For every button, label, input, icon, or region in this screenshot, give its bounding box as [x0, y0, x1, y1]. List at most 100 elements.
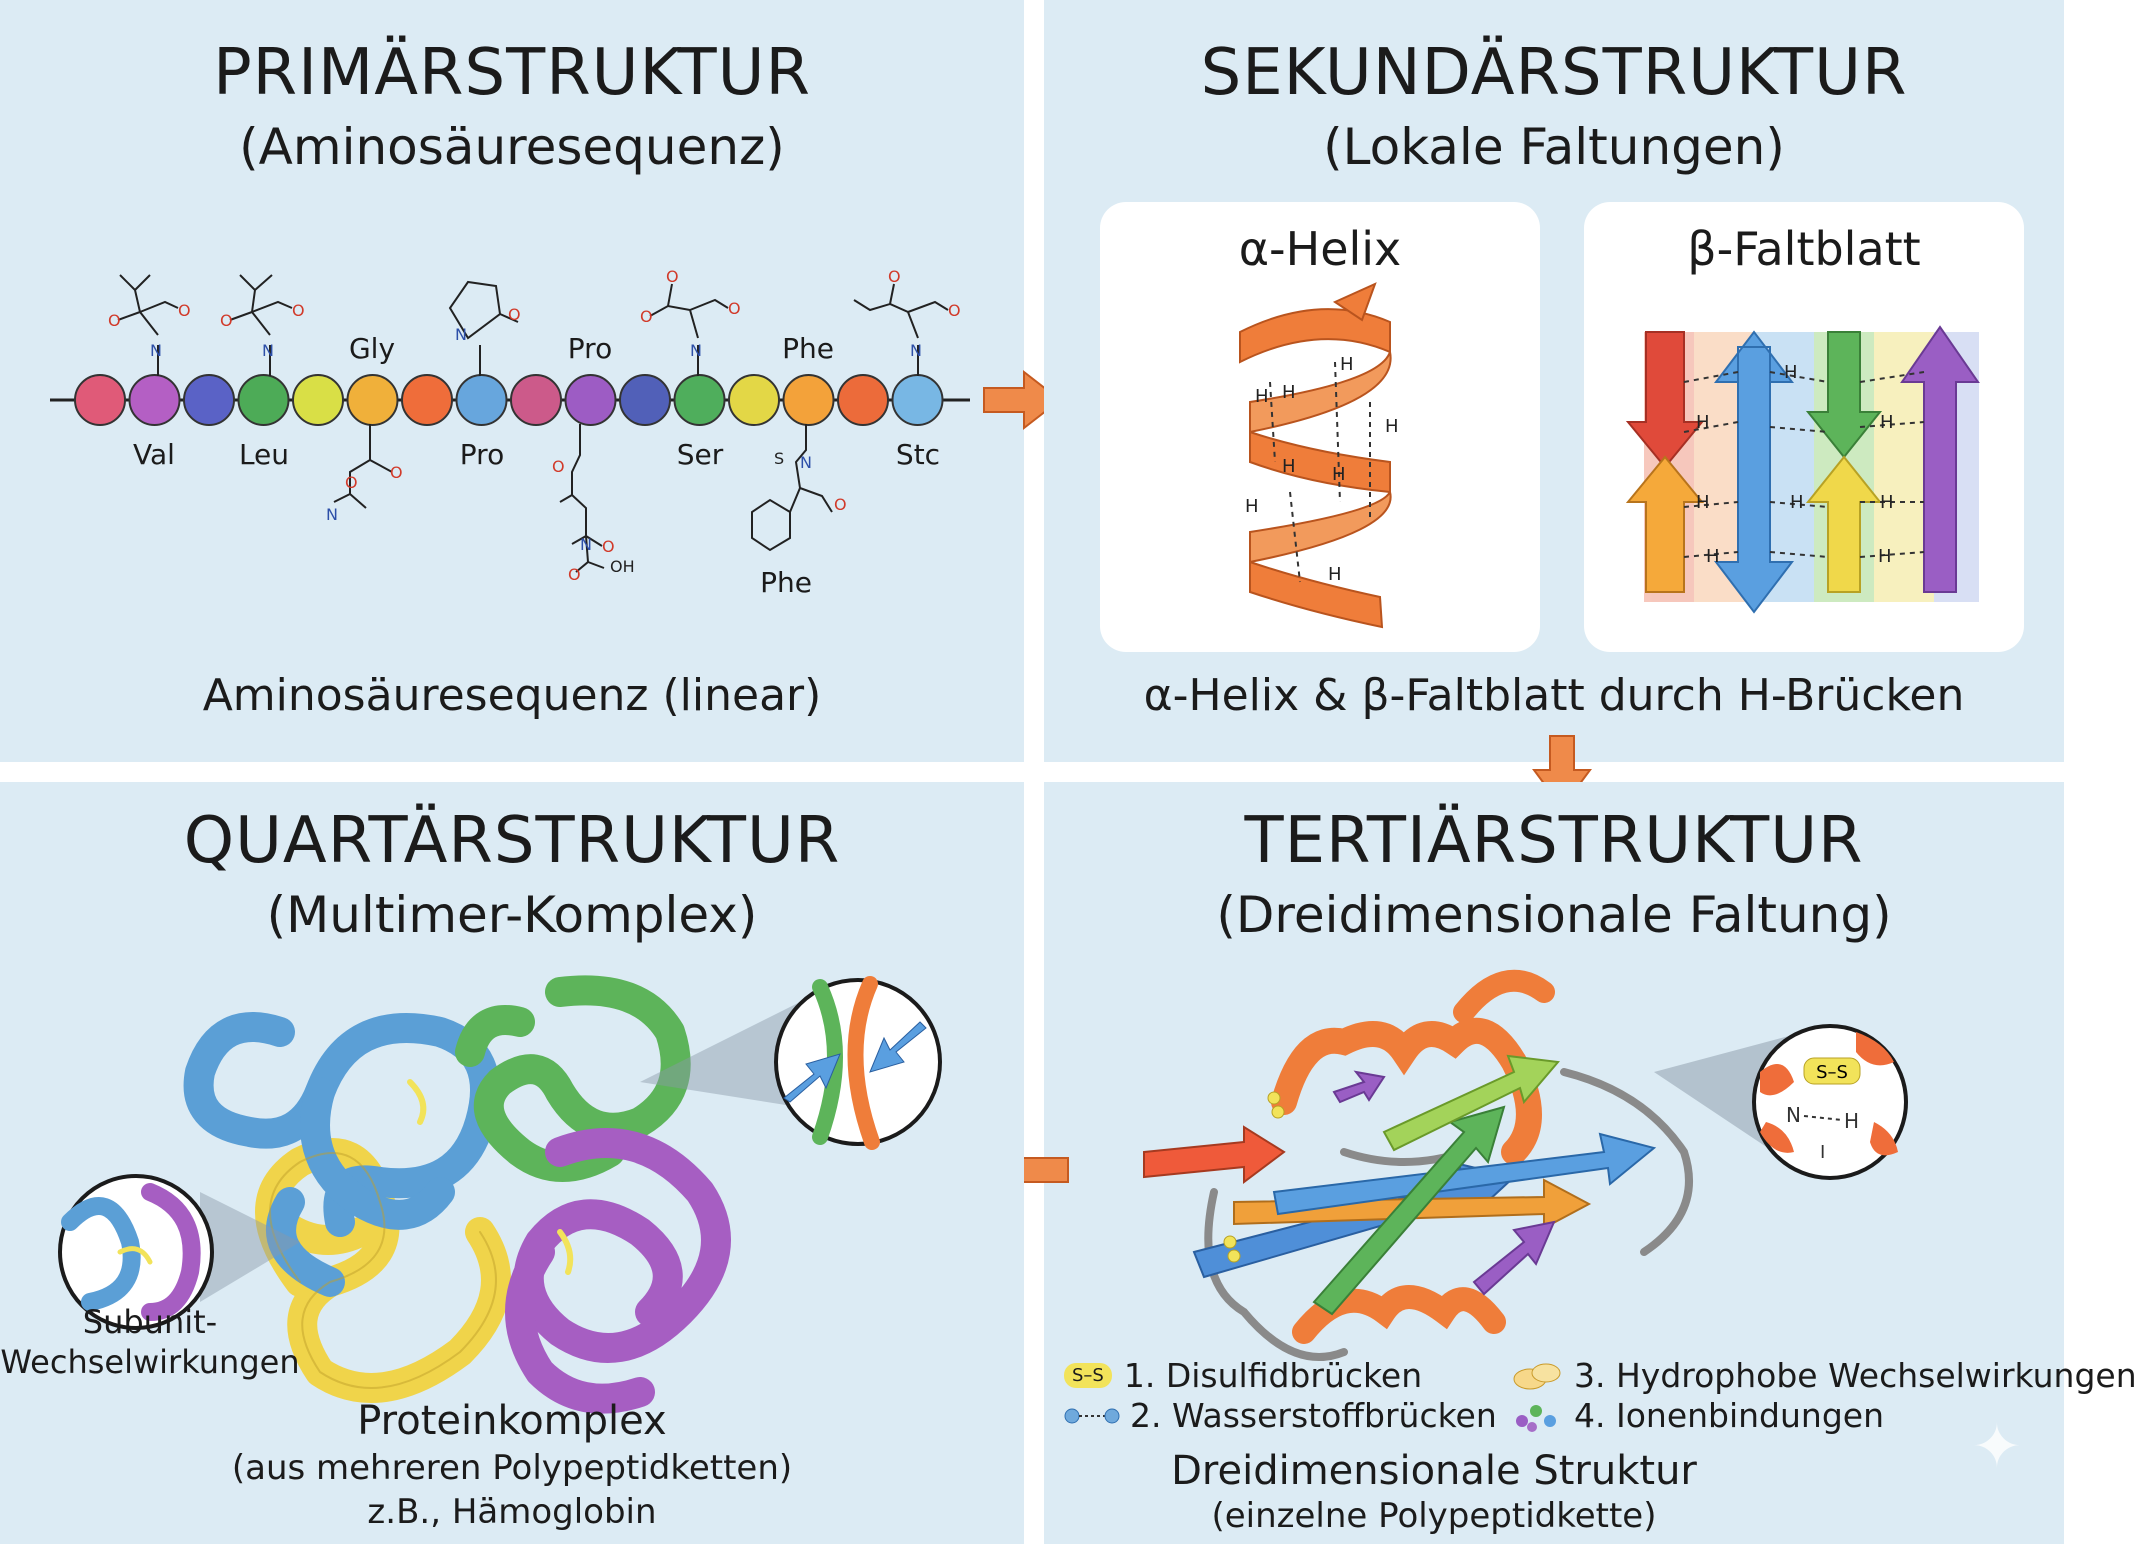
label-ser: Ser: [677, 438, 724, 471]
primary-structure-panel: PRIMÄRSTRUKTUR (Aminosäuresequenz): [0, 0, 1024, 762]
primary-caption: Aminosäuresequenz (linear): [202, 670, 822, 721]
legend-hbond: 2. Wasserstoffbrücken: [1064, 1396, 1497, 1435]
svg-text:O: O: [178, 301, 191, 320]
sheet-card: β-Faltblatt H H H: [1584, 202, 2024, 652]
amino-acid-bead: [564, 374, 617, 426]
disulfide-icon: S–S: [1064, 1363, 1112, 1388]
svg-text:H: H: [1878, 546, 1892, 567]
svg-text:H: H: [1328, 564, 1342, 585]
secondary-caption: α-Helix & β-Faltblatt durch H-Brücken: [1143, 670, 1965, 721]
primary-subtitle: (Aminosäuresequenz): [239, 118, 785, 176]
helix-title: α-Helix: [1238, 222, 1402, 276]
label-val: Val: [133, 438, 175, 471]
svg-text:N: N: [910, 341, 922, 360]
svg-text:OH: OH: [610, 557, 635, 576]
inset-ss-label: S–S: [1816, 1062, 1848, 1083]
amino-acid-bead: [510, 374, 562, 426]
hydrophobic-icon: [1513, 1363, 1561, 1389]
tertiary-subtitle: (Dreidimensionale Faltung): [1216, 886, 1892, 944]
amino-acid-bead: [346, 374, 399, 426]
svg-text:O: O: [834, 495, 847, 514]
svg-text:N: N: [326, 505, 338, 524]
label-phe-top: Phe: [782, 332, 834, 365]
svg-text:H: H: [1706, 546, 1720, 567]
quaternary-title: QUARTÄRSTRUKTUR: [183, 804, 841, 878]
secondary-title: SEKUNDÄRSTRUKTUR: [1200, 36, 1908, 110]
svg-text:H: H: [1385, 416, 1399, 437]
atom-labels: N N N N N O O O O O O O O O O O O N O N …: [108, 267, 961, 584]
quaternary-caption-sub: (aus mehreren Polypeptidketten): [231, 1448, 793, 1488]
legend-disulfide: S–S 1. Disulfidbrücken: [1064, 1356, 1422, 1395]
amino-acid-bead: [74, 374, 126, 426]
amino-acid-bead: [128, 374, 181, 426]
svg-text:O: O: [390, 463, 403, 482]
svg-text:O: O: [508, 305, 521, 324]
svg-text:N: N: [262, 341, 274, 360]
sheet-title: β-Faltblatt: [1687, 222, 1921, 276]
legend-disulfide-label: 1. Disulfidbrücken: [1123, 1356, 1423, 1395]
hbond-icon: [1064, 1408, 1120, 1423]
legend-hbond-label: 2. Wasserstoffbrücken: [1130, 1396, 1497, 1435]
quaternary-complex-diagram: [58, 975, 942, 1414]
svg-text:H: H: [1282, 456, 1296, 477]
svg-text:H: H: [1790, 492, 1804, 513]
amino-acid-beads: [74, 374, 944, 426]
label-pro-top: Pro: [568, 332, 612, 365]
amino-acid-bead: [292, 374, 344, 426]
legend-hydrophobic: 3. Hydrophobe Wechselwirkungen: [1510, 1356, 2137, 1395]
tertiary-title: TERTIÄRSTRUKTUR: [1244, 804, 1864, 878]
svg-text:H: H: [1332, 464, 1346, 485]
secondary-subtitle: (Lokale Faltungen): [1323, 118, 1785, 176]
label-phe-ring: Phe: [760, 566, 812, 599]
amino-acid-bead: [237, 374, 290, 426]
subunit-label-line2: Wechselwirkungen: [0, 1343, 300, 1381]
svg-text:O: O: [552, 457, 565, 476]
amino-acid-bead: [891, 374, 944, 426]
side-chains: [117, 274, 949, 573]
bottom-labels: Val Leu Pro Ser Stc Phe: [133, 438, 940, 599]
amino-acid-bead: [837, 374, 889, 426]
tertiary-caption-sub: (einzelne Polypeptidkette): [1211, 1496, 1657, 1536]
quaternary-caption-example: z.B., Hämoglobin: [367, 1492, 657, 1532]
inset-i-label: I: [1820, 1142, 1825, 1163]
svg-text:O: O: [728, 299, 741, 318]
legend-ionic-label: 4. Ionenbindungen: [1574, 1396, 1885, 1435]
svg-text:N: N: [690, 341, 702, 360]
amino-acid-bead: [619, 374, 671, 426]
svg-text:O: O: [602, 537, 615, 556]
svg-text:H: H: [1880, 492, 1894, 513]
amino-acid-bead: [455, 374, 508, 426]
svg-text:O: O: [220, 311, 233, 330]
amino-acid-bead: [401, 374, 453, 426]
label-gly: Gly: [349, 332, 395, 365]
svg-text:O: O: [888, 267, 901, 286]
tertiary-caption-main: Dreidimensionale Struktur: [1171, 1448, 1697, 1494]
svg-text:O: O: [948, 301, 961, 320]
amino-acid-bead: [782, 374, 835, 426]
svg-text:N: N: [800, 453, 812, 472]
svg-text:N: N: [580, 535, 592, 554]
label-pro-bottom: Pro: [460, 438, 504, 471]
secondary-structure-panel: SEKUNDÄRSTRUKTUR (Lokale Faltungen) α-He…: [1044, 0, 2064, 762]
svg-text:H: H: [1696, 412, 1710, 433]
quaternary-caption-main: Proteinkomplex: [357, 1398, 667, 1444]
svg-text:H: H: [1696, 492, 1710, 513]
arrow-right-icon: [983, 369, 1062, 431]
quaternary-structure-panel: QUARTÄRSTRUKTUR (Multimer-Komplex): [0, 782, 1024, 1544]
tertiary-inset: [1752, 1024, 1908, 1180]
svg-text:H: H: [1340, 354, 1354, 375]
svg-text:O: O: [292, 301, 305, 320]
tertiary-structure-panel: TERTIÄRSTRUKTUR (Dreidimensionale Faltun…: [1044, 782, 2137, 1544]
svg-text:N: N: [150, 341, 162, 360]
amino-acid-chain: N N N N N O O O O O O O O O O O O N O N …: [50, 267, 970, 599]
svg-text:N: N: [455, 325, 467, 344]
svg-text:O: O: [345, 473, 358, 492]
sparkle-icon: ✦: [1971, 1412, 2022, 1482]
amino-acid-bead: [673, 374, 726, 426]
legend-hydrophobic-label: 3. Hydrophobe Wechselwirkungen: [1574, 1356, 2137, 1395]
label-stc: Stc: [896, 438, 940, 471]
svg-text:S: S: [774, 449, 784, 468]
